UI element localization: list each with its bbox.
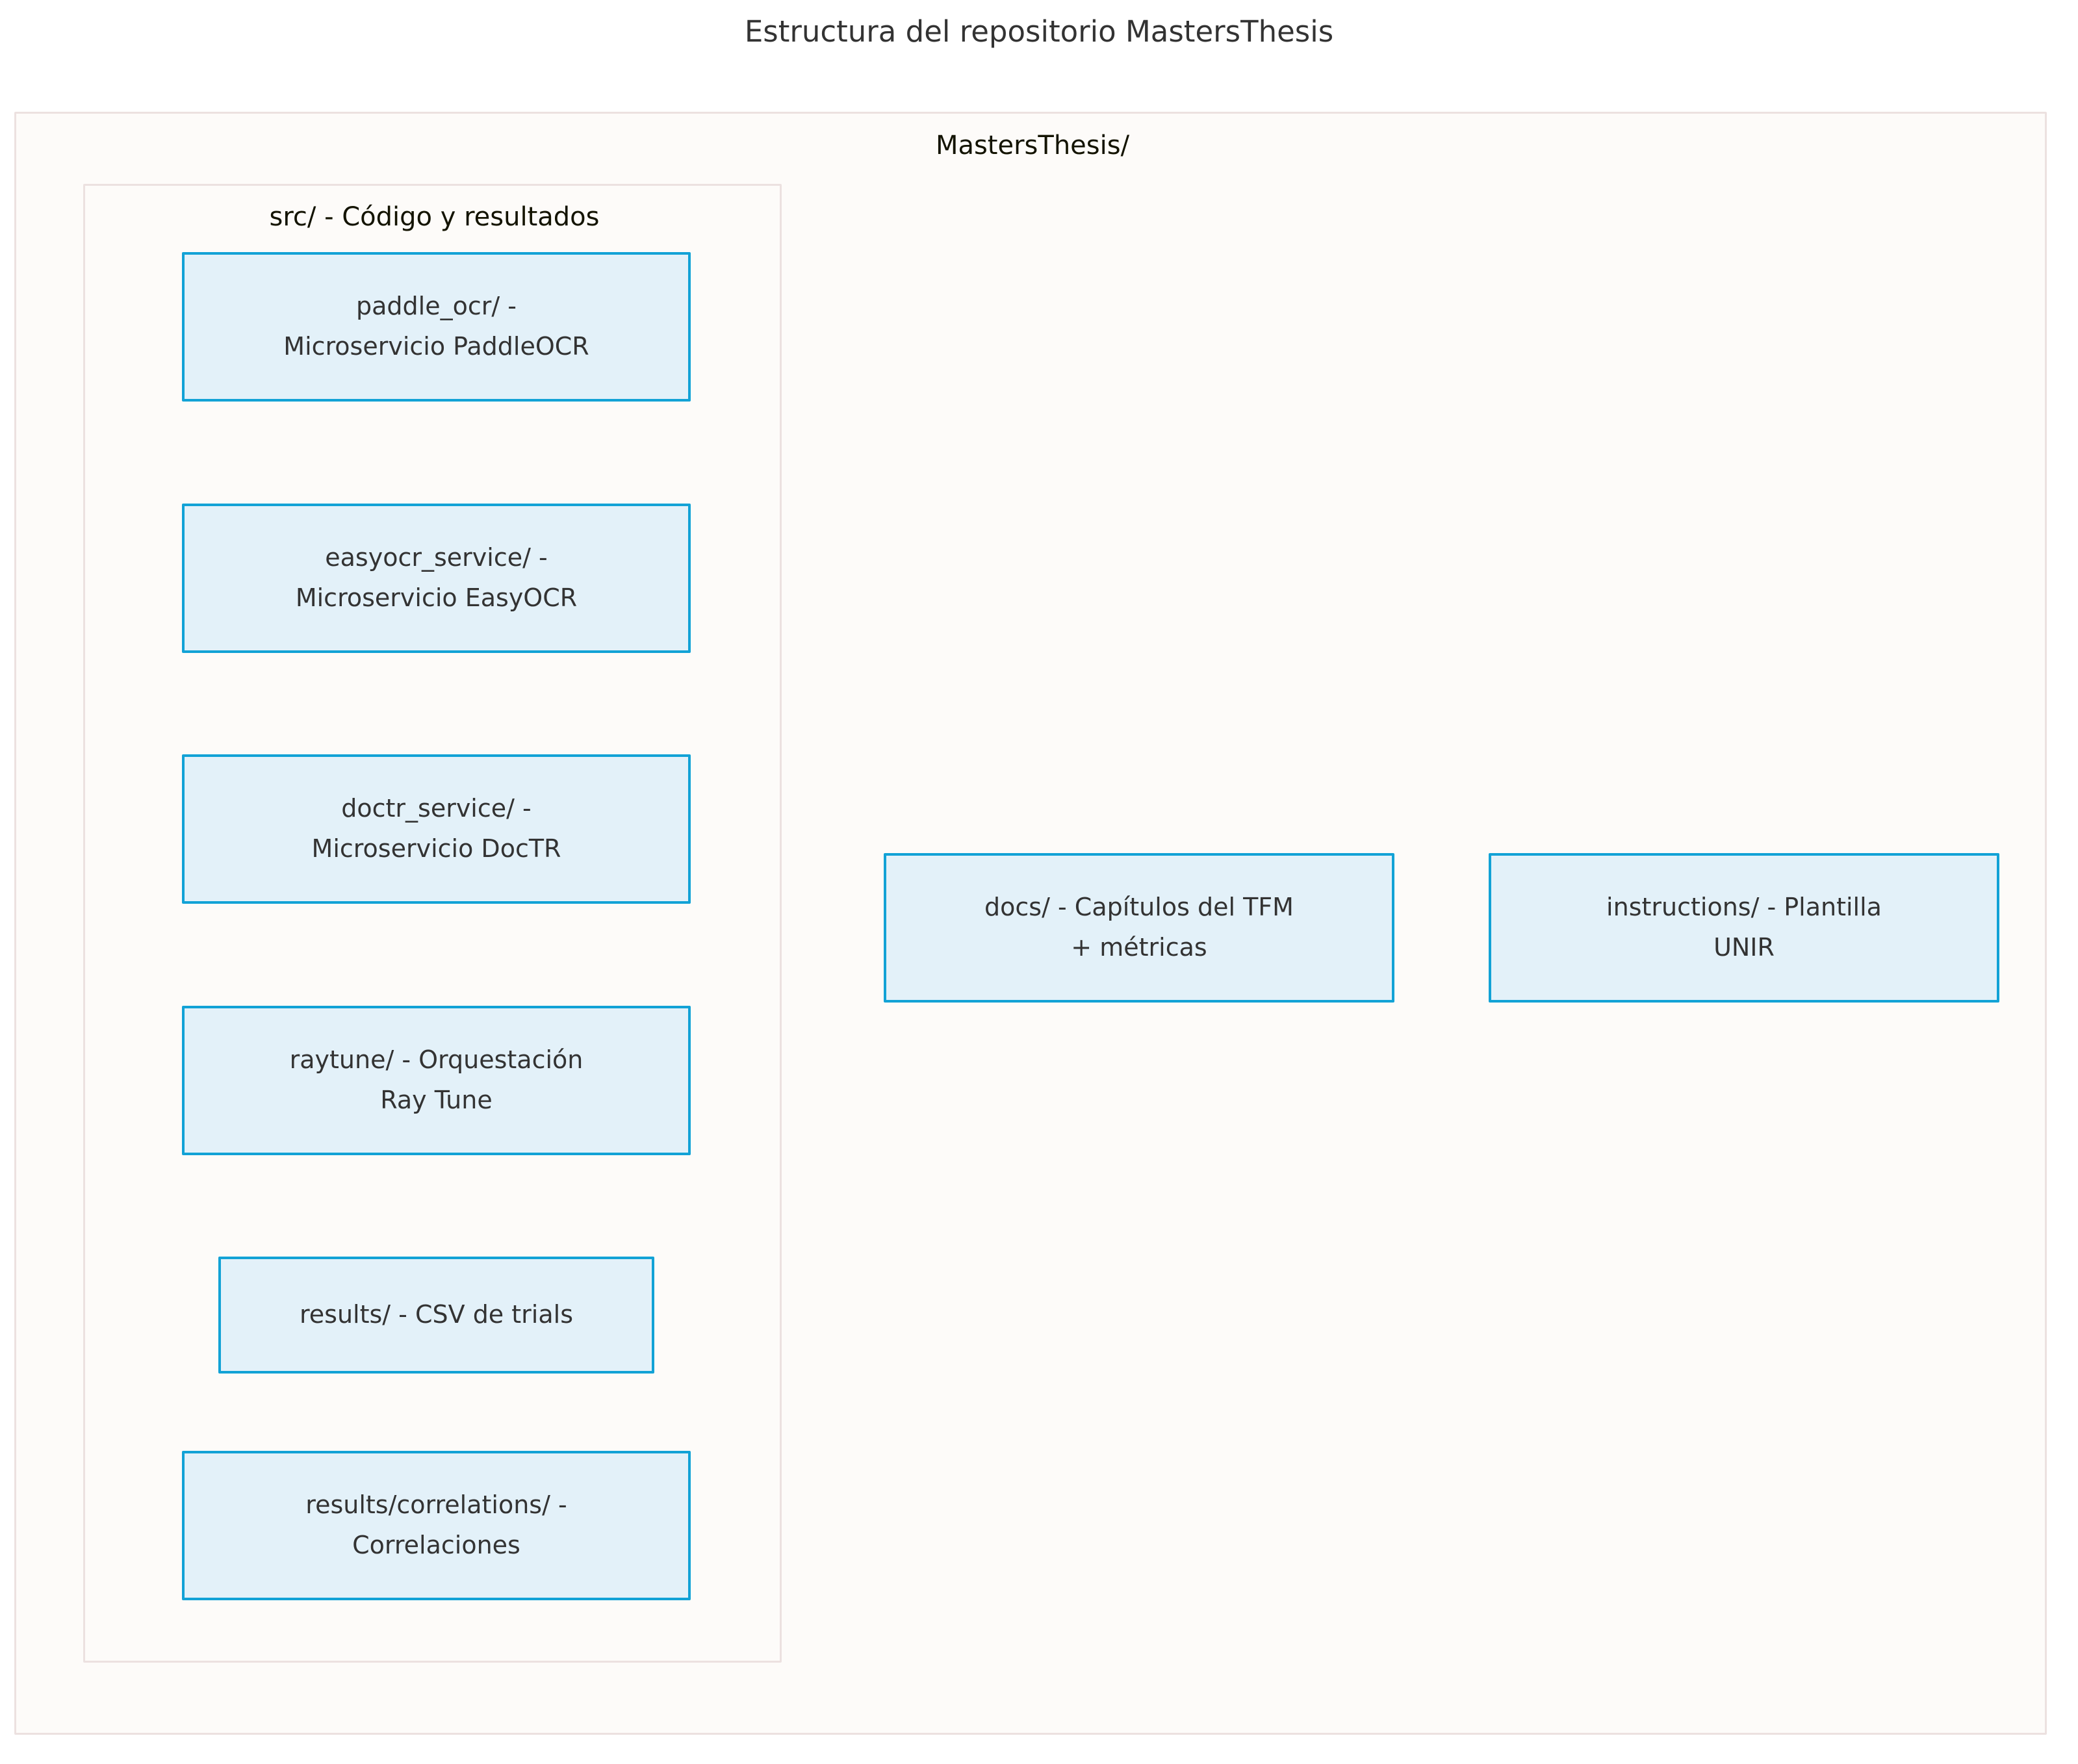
node-results[interactable]: results/ - CSV de trials bbox=[218, 1257, 654, 1374]
cluster-label-masters-thesis: MastersThesis/ bbox=[935, 131, 1130, 160]
node-doctr-service[interactable]: doctr_service/ - Microservicio DocTR bbox=[182, 754, 691, 904]
cluster-label-src: src/ - Código y resultados bbox=[269, 202, 600, 232]
node-label-instructions: instructions/ - Plantilla UNIR bbox=[1606, 893, 1882, 962]
node-label-easyocr-service: easyocr_service/ - Microservicio EasyOCR bbox=[295, 543, 578, 612]
page-title: Estructura del repositorio MastersThesis bbox=[744, 14, 1334, 49]
node-label-results-correlations: results/correlations/ - Correlaciones bbox=[305, 1490, 567, 1559]
node-paddle-ocr[interactable]: paddle_ocr/ - Microservicio PaddleOCR bbox=[182, 252, 691, 402]
cluster-src: src/ - Código y resultados bbox=[83, 184, 782, 1663]
node-label-paddle-ocr: paddle_ocr/ - Microservicio PaddleOCR bbox=[283, 292, 589, 361]
node-results-correlations[interactable]: results/correlations/ - Correlaciones bbox=[182, 1451, 691, 1600]
node-label-raytune: raytune/ - Orquestación Ray Tune bbox=[289, 1045, 584, 1114]
node-label-results: results/ - CSV de trials bbox=[299, 1300, 573, 1329]
node-label-docs: docs/ - Capítulos del TFM + métricas bbox=[984, 893, 1294, 962]
node-docs[interactable]: docs/ - Capítulos del TFM + métricas bbox=[884, 853, 1394, 1003]
node-raytune[interactable]: raytune/ - Orquestación Ray Tune bbox=[182, 1006, 691, 1155]
node-instructions[interactable]: instructions/ - Plantilla UNIR bbox=[1489, 853, 1999, 1003]
node-label-doctr-service: doctr_service/ - Microservicio DocTR bbox=[311, 794, 561, 863]
node-easyocr-service[interactable]: easyocr_service/ - Microservicio EasyOCR bbox=[182, 504, 691, 653]
